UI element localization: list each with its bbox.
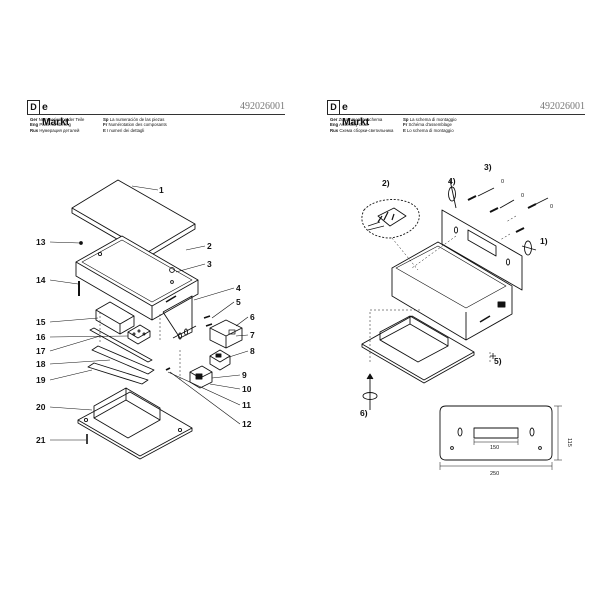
part-label: 15 [36, 317, 46, 327]
part-switch-box [209, 319, 243, 349]
luminaire-body [391, 241, 513, 341]
dimension-labels: 150 250 115 [490, 438, 572, 477]
part-label: 16 [36, 332, 46, 342]
part-label: 14 [36, 275, 46, 285]
assembly-chart-sheet: D e Markt 492026001 Ger Zusammenbauschem… [300, 0, 600, 600]
part-label: 18 [36, 359, 46, 369]
part-switch [209, 349, 231, 371]
part-led-board [91, 345, 155, 375]
part-screw [165, 367, 171, 371]
dimension-drawing [439, 405, 562, 470]
article-code: 492026001 [240, 101, 285, 112]
part-label: 6 [250, 312, 255, 322]
small-mark: 0 [521, 193, 524, 199]
step-label: 4) [448, 176, 456, 186]
dimension-height: 115 [566, 438, 572, 447]
part-label: 13 [36, 237, 46, 247]
step-label: 6) [360, 408, 368, 418]
part-back-plate [162, 295, 197, 340]
dimension-slot: 150 [490, 445, 499, 451]
part-screw [79, 241, 83, 245]
header-rule [27, 114, 285, 115]
step-label: 5) [494, 356, 502, 366]
part-driver [95, 301, 135, 335]
rotation-arrows [362, 179, 537, 410]
part-label: 8 [250, 346, 255, 356]
sheet-header: D e Markt 492026001 Ger Nummerierung der… [27, 100, 285, 133]
small-mark: 0 [501, 179, 504, 185]
part-label: 5 [236, 297, 241, 307]
step-labels: 1) 2) 3) 4) 5) 6) 0 0 0 [360, 162, 553, 418]
part-housing [75, 235, 199, 321]
legend-column: Sp La schema di montaggio Fr Schéma d'as… [403, 117, 457, 133]
leader-lines [49, 185, 249, 441]
legend-column: Ger Nummerierung der Teile Eng Parts num… [30, 117, 85, 133]
part-label: 1 [159, 185, 164, 195]
brand-logo: D e Markt [327, 100, 377, 128]
brand-logo-name: e Markt [342, 101, 370, 128]
exploded-parts-drawing: 1 2 3 4 5 6 7 8 9 10 11 12 13 14 15 16 1… [36, 179, 255, 460]
part-label: 10 [242, 384, 252, 394]
part-label: 11 [242, 400, 251, 410]
step-label: 1) [540, 236, 548, 246]
assembly-drawing: 1) 2) 3) 4) 5) 6) 0 0 0 150 250 115 [360, 162, 572, 477]
part-led-strip [89, 327, 153, 363]
step-label: 3) [484, 162, 492, 172]
legend-column: Sp La numeración de las piezas Fr Numéro… [103, 117, 167, 133]
part-label: 12 [242, 419, 252, 429]
part-label: 4 [236, 283, 241, 293]
small-mark: 0 [550, 204, 553, 210]
fastener-mark [490, 353, 496, 359]
legend-column: Ger Zusammenbauschema Eng Assembly chart… [330, 117, 394, 133]
part-label: 17 [36, 346, 46, 356]
part-label: 21 [36, 435, 46, 445]
sheet-header: D e Markt 492026001 Ger Zusammenbauschem… [327, 100, 585, 133]
part-label: 7 [250, 330, 255, 340]
part-wall-bracket [77, 387, 193, 460]
part-socket [189, 365, 213, 389]
part-label: 2 [207, 241, 212, 251]
part-label: 3 [207, 259, 212, 269]
part-cover-strip [87, 362, 149, 385]
part-number-labels: 1 2 3 4 5 6 7 8 9 10 11 12 13 14 15 16 1… [36, 185, 255, 445]
wall-bracket [361, 315, 475, 384]
brand-logo-name: e Markt [42, 101, 70, 128]
part-label: 19 [36, 375, 46, 385]
header-rule [327, 114, 585, 115]
wiring-detail-callout [361, 199, 420, 271]
wall-screws [467, 187, 549, 241]
step-label: 2) [382, 178, 390, 188]
part-label: 9 [242, 370, 247, 380]
part-label: 20 [36, 402, 46, 412]
parts-numbering-sheet: D e Markt 492026001 Ger Nummerierung der… [27, 100, 285, 460]
assembly-guide-line [99, 312, 181, 380]
assembly-guide-lines [369, 235, 491, 362]
dimension-width: 250 [490, 471, 499, 477]
part-screw [203, 315, 213, 327]
article-code: 492026001 [540, 101, 585, 112]
